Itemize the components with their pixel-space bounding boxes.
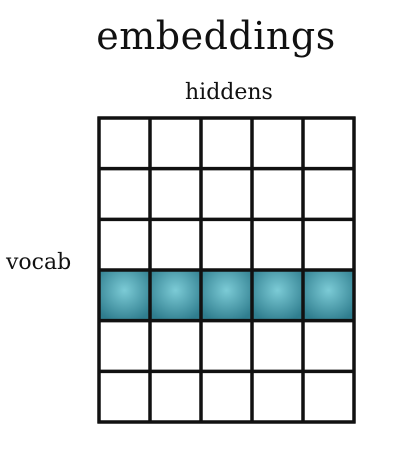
matrix-cell: [99, 320, 150, 372]
matrix-cell: [99, 219, 150, 271]
matrix-cell: [150, 371, 201, 423]
highlighted-embedding-cell: [303, 270, 354, 321]
matrix-cell: [303, 371, 354, 423]
matrix-cell: [252, 371, 303, 423]
highlighted-embedding-cell: [252, 270, 303, 321]
matrix-cell: [150, 168, 201, 220]
matrix-cell: [303, 168, 354, 220]
matrix-cell: [150, 320, 201, 372]
matrix-cell: [201, 219, 252, 271]
matrix-cell: [252, 118, 303, 169]
highlighted-embedding-cell: [150, 270, 201, 321]
matrix-cell: [99, 118, 150, 169]
matrix-cell: [201, 168, 252, 220]
matrix-cell: [252, 320, 303, 372]
matrix-cell: [201, 320, 252, 372]
matrix-cell: [252, 219, 303, 271]
diagram-title: embeddings: [96, 14, 336, 58]
matrix-cell: [303, 219, 354, 271]
matrix-cell: [99, 168, 150, 220]
matrix-cell: [201, 371, 252, 423]
vocab-axis-label: vocab: [6, 250, 72, 275]
matrix-cell: [303, 320, 354, 372]
matrix-cell: [150, 219, 201, 271]
matrix-cell: [150, 118, 201, 169]
highlighted-embedding-cell: [201, 270, 252, 321]
matrix-cell: [252, 168, 303, 220]
highlighted-embedding-cell: [99, 270, 150, 321]
matrix-cell: [303, 118, 354, 169]
matrix-cell: [99, 371, 150, 423]
hiddens-axis-label: hiddens: [185, 80, 273, 105]
matrix-cell: [201, 118, 252, 169]
